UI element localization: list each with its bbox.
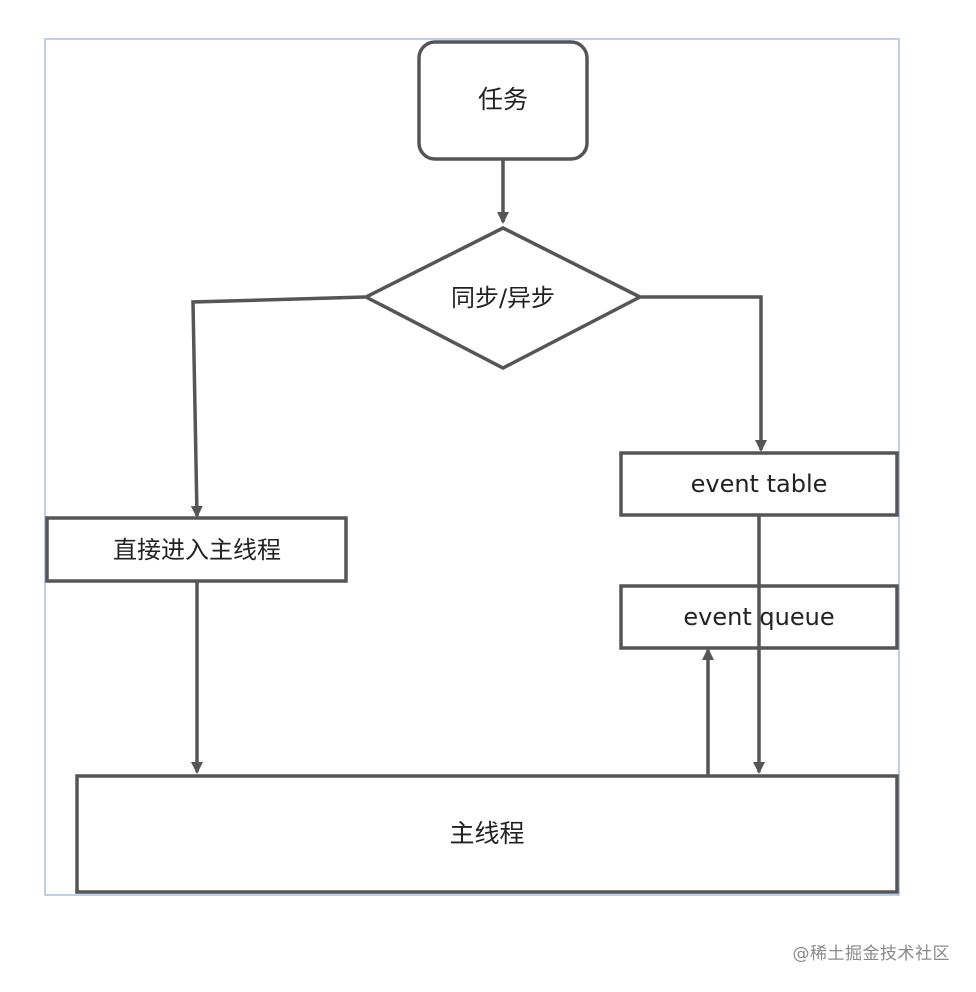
node-task-shape (417, 40, 589, 161)
node-event-table: event table (619, 451, 899, 517)
node-event-table-shape (619, 451, 899, 517)
node-sync-async-shape (362, 226, 644, 370)
node-sync-async-label: 同步/异步 (451, 284, 555, 312)
node-task-label: 任务 (478, 85, 528, 114)
edge-decision-to-event-table (641, 295, 767, 452)
edges (190, 160, 767, 776)
node-direct-main: 直接进入主线程 (45, 516, 348, 583)
node-main-thread-shape (75, 774, 899, 894)
edge-decision-to-direct-main (190, 295, 366, 518)
node-sync-async: 同步/异步 (362, 226, 644, 370)
node-event-table-label: event table (691, 470, 828, 498)
node-direct-main-label: 直接进入主线程 (113, 536, 281, 564)
node-main-thread: 主线程 (75, 774, 899, 894)
node-event-queue-shape (619, 584, 899, 650)
node-event-queue-label: event queue (683, 603, 834, 631)
watermark-text: @稀土掘金技术社区 (792, 944, 950, 964)
node-direct-main-shape (45, 516, 348, 583)
node-event-queue: event queue (619, 584, 899, 650)
diagram-frame (44, 38, 900, 896)
node-task: 任务 (417, 40, 589, 161)
node-main-thread-label: 主线程 (449, 819, 524, 848)
